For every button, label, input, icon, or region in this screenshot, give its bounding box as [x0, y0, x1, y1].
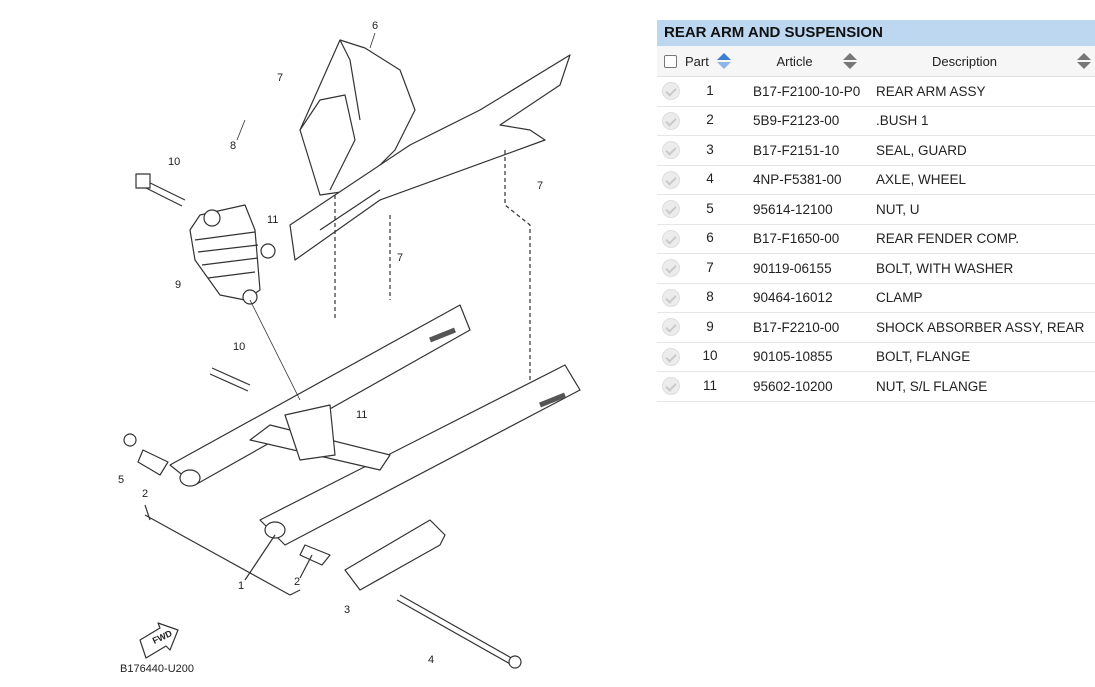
- part-description: NUT, S/L FLANGE: [872, 371, 1095, 402]
- exploded-view-drawing: [123, 32, 581, 669]
- article-number: 95614-12100: [747, 194, 872, 225]
- callout-7[interactable]: 7: [277, 72, 284, 84]
- part-description: SEAL, GUARD: [872, 135, 1095, 166]
- part-number: 8: [706, 289, 714, 305]
- part-number: 7: [706, 259, 714, 275]
- callout-7[interactable]: 7: [397, 252, 404, 264]
- callout-2[interactable]: 2: [142, 488, 149, 500]
- check-icon[interactable]: [662, 288, 680, 307]
- row-status-cell: 7: [657, 253, 747, 284]
- check-icon[interactable]: [662, 141, 680, 160]
- parts-table: Part Article Description: [657, 46, 1095, 402]
- part-number: 10: [702, 348, 718, 364]
- callout-7[interactable]: 7: [537, 180, 544, 192]
- row-status-cell: 2: [657, 106, 747, 136]
- panel-title: REAR ARM AND SUSPENSION: [657, 20, 1095, 46]
- row-status-cell: 10: [657, 342, 747, 372]
- part-number: 11: [702, 377, 717, 393]
- callout-11[interactable]: 11: [356, 409, 368, 421]
- article-number: 90119-06155: [747, 253, 872, 284]
- part-number: 9: [706, 318, 714, 334]
- article-number: B17-F2100-10-P0: [747, 76, 872, 107]
- article-number: 90105-10855: [747, 342, 872, 372]
- table-row[interactable]: 2 5B9-F2123-00.BUSH 1: [657, 106, 1095, 136]
- callout-1[interactable]: 1: [238, 580, 245, 592]
- article-number: B17-F2151-10: [747, 135, 872, 166]
- column-header-description[interactable]: Description: [872, 46, 1095, 77]
- part-number: 6: [706, 230, 714, 246]
- part-description: CLAMP: [872, 283, 1095, 313]
- part-number: 1: [706, 82, 714, 98]
- select-all-checkbox[interactable]: [664, 54, 677, 68]
- part-number: 2: [706, 112, 714, 128]
- callout-10[interactable]: 10: [168, 156, 181, 168]
- part-description: NUT, U: [872, 194, 1095, 225]
- callout-10[interactable]: 10: [233, 341, 246, 353]
- part-description: SHOCK ABSORBER ASSY, REAR: [872, 312, 1095, 343]
- row-status-cell: 8: [657, 283, 747, 313]
- part-description: BOLT, FLANGE: [872, 342, 1095, 372]
- article-number: B17-F1650-00: [747, 224, 872, 254]
- row-status-cell: 4: [657, 165, 747, 195]
- part-description: AXLE, WHEEL: [872, 165, 1095, 195]
- sort-icon[interactable]: [1077, 53, 1091, 69]
- callout-5[interactable]: 5: [118, 474, 125, 486]
- parts-list-panel: REAR ARM AND SUSPENSION Part Article: [657, 20, 1095, 402]
- check-icon[interactable]: [662, 347, 680, 366]
- check-icon[interactable]: [662, 82, 680, 101]
- parts-diagram: 6 7 8 10 11 9 7 7 10 11 5 2 1 2 3 4 FWD …: [118, 20, 581, 675]
- diagram-code: B176440-U200: [120, 663, 195, 675]
- column-label-description: Description: [932, 53, 998, 69]
- article-number: 95602-10200: [747, 371, 872, 402]
- callout-9[interactable]: 9: [175, 279, 182, 291]
- column-label-part: Part: [685, 53, 709, 69]
- callout-2[interactable]: 2: [294, 576, 301, 588]
- part-description: REAR FENDER COMP.: [872, 224, 1095, 254]
- article-number: B17-F2210-00: [747, 312, 872, 343]
- check-icon[interactable]: [662, 200, 680, 219]
- row-status-cell: 3: [657, 135, 747, 166]
- table-header-row: Part Article Description: [657, 46, 1095, 77]
- column-header-part[interactable]: Part: [657, 46, 747, 77]
- sort-icon[interactable]: [716, 53, 731, 69]
- callout-6[interactable]: 6: [372, 20, 379, 32]
- row-status-cell: 9: [657, 312, 747, 343]
- column-header-article[interactable]: Article: [747, 46, 872, 77]
- column-label-article: Article: [776, 53, 813, 69]
- callout-8[interactable]: 8: [230, 140, 237, 152]
- row-status-cell: 6: [657, 224, 747, 254]
- check-icon[interactable]: [662, 111, 680, 130]
- article-number: 90464-16012: [747, 283, 872, 313]
- callout-11[interactable]: 11: [267, 214, 279, 226]
- check-icon[interactable]: [662, 229, 680, 248]
- part-description: BOLT, WITH WASHER: [872, 253, 1095, 284]
- check-icon[interactable]: [662, 259, 680, 278]
- part-number: 4: [706, 171, 714, 187]
- sort-icon[interactable]: [842, 53, 857, 69]
- article-number: 4NP-F5381-00: [747, 165, 872, 195]
- check-icon[interactable]: [662, 377, 680, 396]
- check-icon[interactable]: [662, 170, 680, 189]
- callout-3[interactable]: 3: [344, 604, 351, 616]
- row-status-cell: 5: [657, 194, 747, 225]
- part-description: REAR ARM ASSY: [872, 76, 1095, 107]
- check-icon[interactable]: [662, 318, 680, 337]
- callout-4[interactable]: 4: [428, 654, 435, 666]
- part-number: 3: [706, 141, 714, 157]
- article-number: 5B9-F2123-00: [747, 106, 872, 136]
- row-status-cell: 11: [657, 371, 747, 402]
- part-description: .BUSH 1: [872, 106, 1095, 136]
- row-status-cell: 1: [657, 76, 747, 107]
- part-number: 5: [706, 200, 714, 216]
